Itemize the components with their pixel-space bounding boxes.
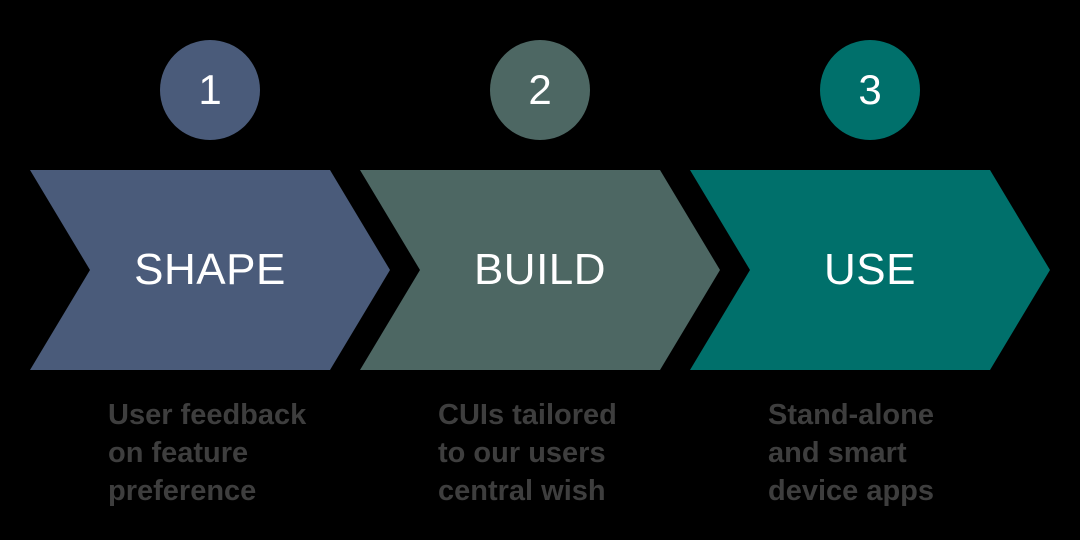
caption-line: User feedback: [108, 399, 307, 431]
chevron-arrow: SHAPE: [30, 170, 390, 370]
caption-line: CUIs tailored: [438, 399, 617, 431]
step-number-badge: 1: [160, 40, 260, 140]
step-title: SHAPE: [134, 245, 286, 294]
step-use: 3 USE Stand-alone and smart device apps: [690, 0, 1050, 540]
caption-line: Stand-alone: [768, 399, 934, 431]
step-shape: 1 SHAPE User feedback on feature prefere…: [30, 0, 390, 540]
step-number-badge: 2: [490, 40, 590, 140]
chevron-arrow: BUILD: [360, 170, 720, 370]
chevron-shape: [360, 170, 720, 370]
caption-line: central wish: [438, 475, 606, 507]
caption-line: to our users: [438, 437, 606, 469]
caption-line: device apps: [768, 475, 935, 507]
step-caption: Stand-alone and smart device apps: [768, 396, 1038, 510]
chevron-shape: [690, 170, 1050, 370]
caption-line: preference: [108, 475, 257, 507]
step-build: 2 BUILD CUIs tailored to our users centr…: [360, 0, 720, 540]
caption-line: and smart: [768, 437, 907, 469]
step-title: BUILD: [473, 245, 607, 294]
chevron-shape: [30, 170, 390, 370]
caption-line: on feature: [108, 437, 249, 469]
step-number-badge: 3: [820, 40, 920, 140]
step-caption: User feedback on feature preference: [108, 396, 378, 510]
chevron-arrow: USE: [690, 170, 1050, 370]
step-caption: CUIs tailored to our users central wish: [438, 396, 708, 510]
step-title: USE: [824, 245, 916, 294]
